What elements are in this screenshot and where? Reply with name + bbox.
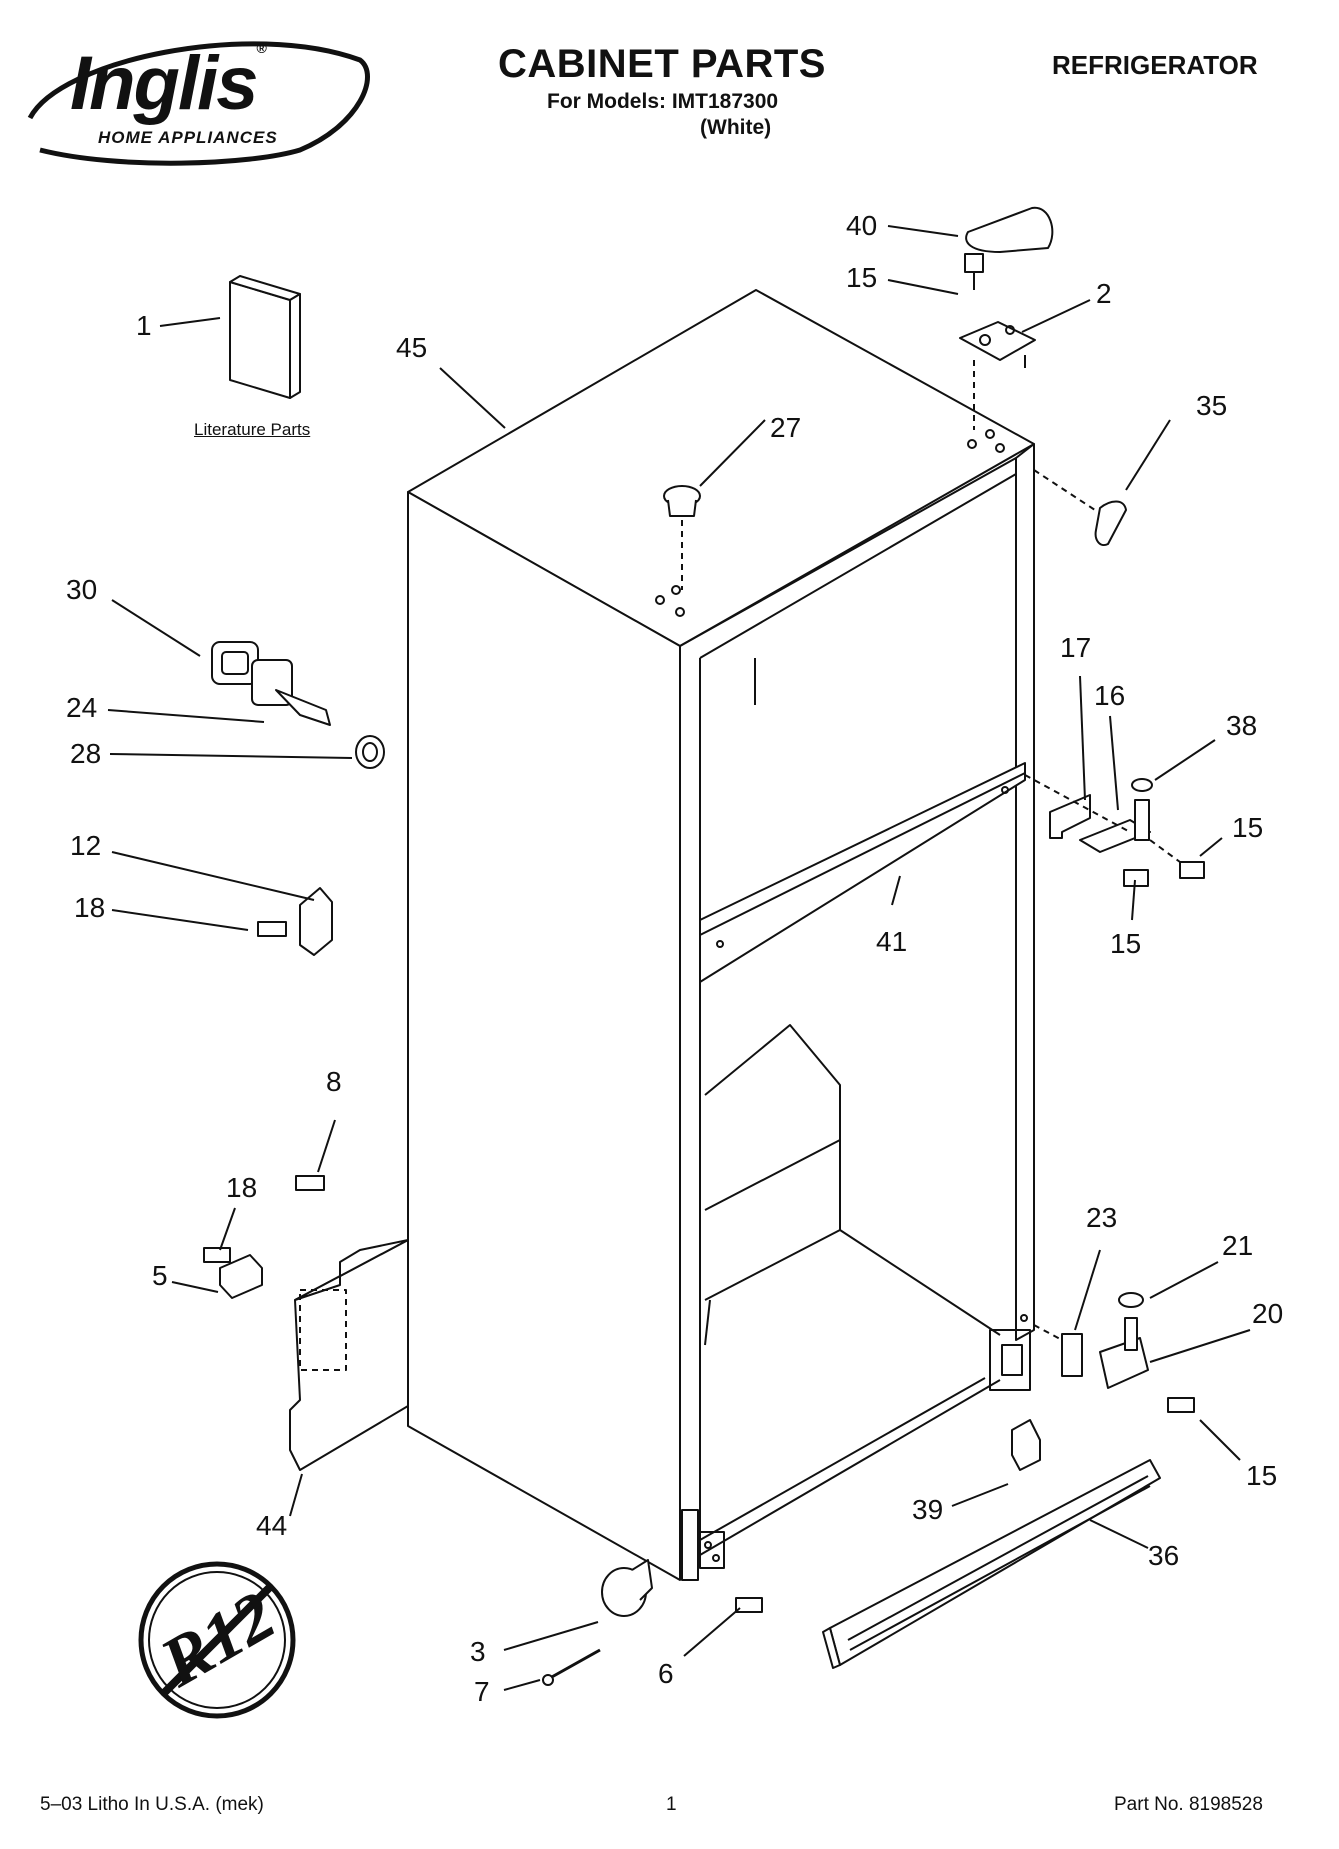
page-title: CABINET PARTS: [498, 42, 826, 86]
callout-18-lower: 18: [226, 1172, 258, 1203]
screw-8-part: [295, 1175, 325, 1191]
callout-8: 8: [326, 1066, 342, 1097]
brand-logo: Inglis®: [70, 40, 267, 127]
callout-16: 16: [1094, 680, 1126, 711]
leveling-leg-part: [542, 1559, 763, 1686]
no-r12-badge: [138, 1561, 296, 1719]
callout-15-bottom: 15: [1246, 1460, 1278, 1491]
callout-18-upper: 18: [74, 892, 106, 923]
callout-21: 21: [1222, 1230, 1254, 1261]
callout-12: 12: [70, 830, 102, 861]
footer-litho: 5–03 Litho In U.S.A. (mek): [40, 1794, 264, 1815]
category-title: REFRIGERATOR: [1052, 50, 1258, 80]
callout-leaders: [107, 225, 1251, 1691]
callout-20: 20: [1252, 1298, 1284, 1329]
toe-grille-part: [822, 1459, 1161, 1669]
footer-part-number: Part No. 8198528: [1114, 1794, 1263, 1815]
logo-swoosh: [27, 41, 370, 166]
callout-44: 44: [256, 1510, 288, 1541]
bottom-hinge-part: [1033, 1292, 1195, 1413]
callout-15-top: 15: [846, 262, 878, 293]
callout-7: 7: [474, 1676, 490, 1707]
divider-bar: [699, 762, 1026, 983]
callout-45: 45: [396, 332, 428, 363]
callout-27: 27: [770, 412, 802, 443]
cam-assembly-part: [211, 641, 385, 769]
callout-3: 3: [470, 1636, 486, 1667]
callout-35: 35: [1196, 390, 1228, 421]
plug-part: [663, 485, 701, 590]
callout-39: 39: [912, 1494, 944, 1525]
callout-40: 40: [846, 210, 878, 241]
grille-clip-part: [1011, 1419, 1041, 1471]
hinge-cover-part: [965, 206, 1054, 253]
logo-registered: ®: [256, 40, 266, 56]
callout-5: 5: [152, 1260, 168, 1291]
back-panel-part: [203, 1239, 409, 1471]
callout-6: 6: [658, 1658, 674, 1689]
callout-30: 30: [66, 574, 98, 605]
clip-part: [257, 887, 333, 956]
logo-tagline: HOME APPLIANCES: [98, 128, 278, 147]
hinge-pin-cover-part: [1033, 469, 1127, 546]
callout-17: 17: [1060, 632, 1092, 663]
footer-page-number: 1: [666, 1794, 677, 1815]
logo-wordmark: Inglis: [70, 41, 258, 126]
center-hinge-part: [1024, 774, 1205, 887]
callout-41: 41: [876, 926, 908, 957]
callout-2: 2: [1096, 278, 1112, 309]
callout-23: 23: [1086, 1202, 1118, 1233]
callout-38: 38: [1226, 710, 1258, 741]
callout-1: 1: [136, 310, 152, 341]
models-line: For Models: IMT187300: [547, 90, 779, 113]
color-line: (White): [700, 116, 772, 139]
callout-24: 24: [66, 692, 98, 723]
callout-36: 36: [1148, 1540, 1180, 1571]
callout-28: 28: [70, 738, 102, 769]
literature-parts-booklet: [229, 275, 301, 399]
callout-15-mid: 15: [1110, 928, 1142, 959]
callout-15-mid-right: 15: [1232, 812, 1264, 843]
literature-parts-label: Literature Parts: [194, 420, 311, 439]
top-hinge-part: [959, 253, 1036, 430]
cabinet-body: [407, 289, 1035, 1581]
